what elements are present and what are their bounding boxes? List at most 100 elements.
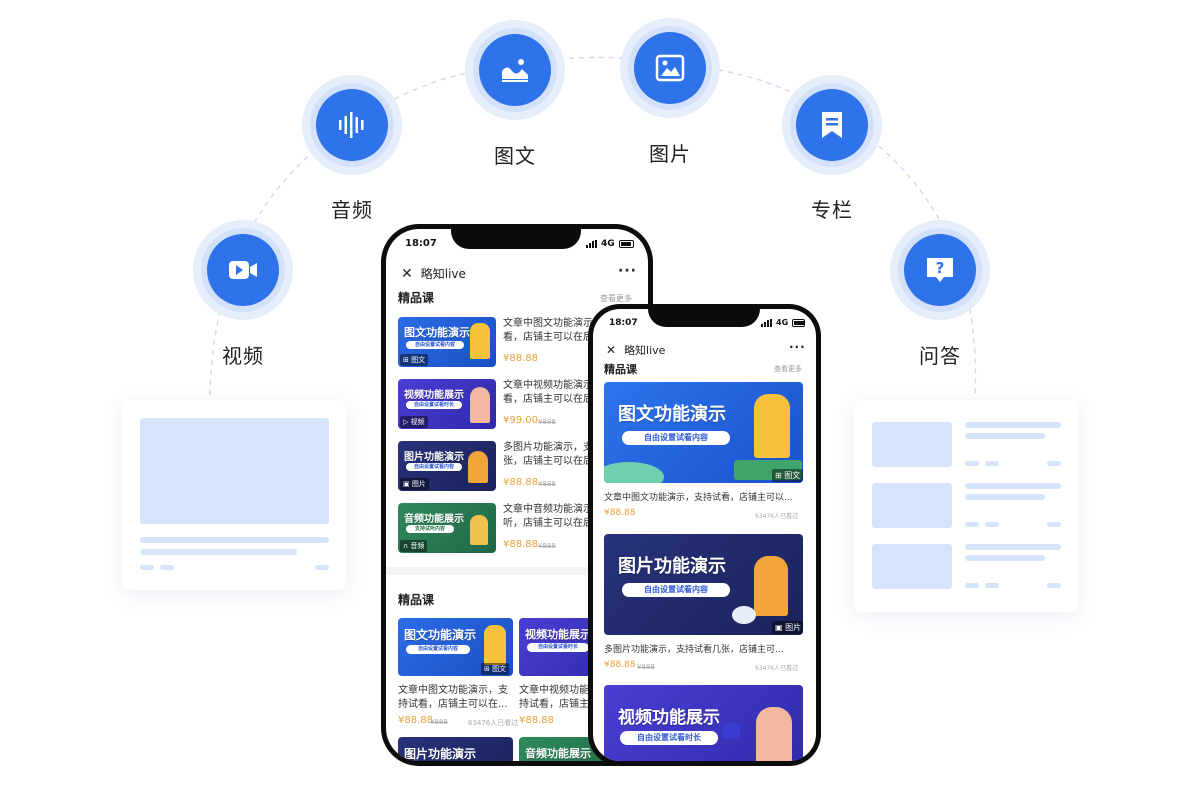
close-icon[interactable]: ✕ [401,265,413,282]
course-title[interactable]: 文章中视频功能演示，支持试看，店铺主可以在后 [503,380,633,405]
course-title[interactable]: 多图片功能演示，支持试看几张，店铺主可... [604,645,784,655]
image-text-tag-icon: ⊞ [484,665,493,673]
type-tag: ▣ 图片 [772,621,803,634]
nav-bar: ✕ 略知live [606,342,665,358]
category-picture[interactable] [620,18,720,118]
course-title[interactable]: 多图片功能演示，支持试看几张，店铺主可以在后 [503,442,633,467]
thumb-pill: 自由设置试看内容 [622,431,730,445]
category-qa[interactable]: ? [890,220,990,320]
thumb-title: 图文功能演示 [404,628,477,642]
illustration-person [470,323,490,359]
phone-notch [648,304,760,327]
category-label-picture: 图片 [649,142,691,166]
course-title[interactable]: 文章中音频功能演示，支持试听，店铺主可以在后 [503,504,633,529]
more-icon[interactable]: ··· [789,340,806,354]
thumb-pill: 自由设置试看内容 [406,341,464,349]
battery-icon [792,318,806,327]
category-label-video: 视频 [222,344,264,368]
course-price: ¥88.88 [519,715,554,726]
placeholder-thumb [872,483,952,528]
phone-back-screen: 18:07 4G ✕ 略知live ··· 精品课 查看更多 图文功能演示 自由… [386,229,648,761]
thumb-title: 图文功能演示 [618,404,726,425]
close-icon[interactable]: ✕ [606,343,617,357]
course-price: ¥88.88 [604,508,636,518]
course-thumb[interactable]: 图文功能演示 自由设置试看内容 ⊞ 图文 [398,618,513,676]
illustration-person [468,451,488,483]
course-views: 63476人已看过 [468,719,519,727]
placeholder-dot [985,461,999,466]
thumb-pill: 自由设置试看时长 [527,643,589,652]
svg-text:?: ? [936,259,945,277]
thumb-pill: 自由设置试看时长 [406,401,462,409]
battery-icon [618,240,634,248]
course-title[interactable]: 文章中图文功能演示，支持试看，店铺主可以在后 [503,318,633,343]
course-price: ¥88.88 [503,353,538,364]
illustration-person [470,515,488,545]
category-video[interactable] [193,220,293,320]
course-price: ¥99.00 [503,415,538,426]
type-tag: ⊞ 图文 [772,469,803,482]
illustration-books [734,460,802,480]
placeholder-dot [965,583,979,588]
category-label-audio: 音频 [331,198,373,222]
placeholder-line [965,494,1045,500]
placeholder-dot [160,565,174,570]
placeholder-dot [1047,461,1061,466]
picture-tag-icon: ▣ [403,480,412,488]
placeholder-dot [1047,522,1061,527]
course-old-price: ¥888 [538,542,556,550]
thumb-title: 图文功能演示 [404,326,470,339]
course-cover[interactable]: 图文功能演示 自由设置试看内容 ⊞ 图文 [604,382,803,483]
course-title[interactable]: 文章中视频功能演示，支持试看，店铺主可以在... [519,685,629,710]
placeholder-dot [985,583,999,588]
category-label-qa: 问答 [919,344,961,368]
category-column[interactable] [782,75,882,175]
course-cover[interactable]: 视频功能展示 自由设置试看时长 [604,685,803,761]
course-thumb[interactable]: 音频功能展示 支持试听内容 ∩ 音频 [398,503,496,553]
thumb-title: 视频功能展示 [618,708,720,728]
video-camera-icon [229,261,257,279]
status-time: 18:07 [405,238,437,249]
illustration-person [470,387,490,423]
placeholder-dot [965,461,979,466]
placeholder-line [965,422,1061,428]
view-more-link[interactable]: 查看更多 [600,294,632,303]
type-tag: ▣ 图片 [400,478,429,490]
view-more-link[interactable]: 查看更多 [774,365,802,373]
type-tag: ⊞ 图文 [400,354,429,366]
thumb-title: 图片功能演示 [404,747,477,761]
status-signal: 4G [586,239,634,249]
video-preview-card [122,400,346,590]
thumb-title: 视频功能展示 [525,628,591,641]
qa-preview-card [854,400,1078,612]
placeholder-line [965,555,1045,561]
phone-front: 18:07 4G ✕ 略知live ··· 精品课 查看更多 图文功能演示 自由… [588,304,821,766]
course-cover[interactable]: 图片功能演示 自由设置试看内容 ▣ 图片 [604,534,803,635]
placeholder-thumb [872,422,952,467]
headphone-tag-icon: ∩ [403,542,411,550]
more-icon[interactable]: ··· [618,263,637,279]
course-title[interactable]: 文章中图文功能演示，支持试看，店铺主可以在... [398,685,508,710]
course-old-price: ¥888 [538,418,556,426]
app-title: 略知live [420,267,466,281]
course-title[interactable]: 文章中图文功能演示，支持试看，店铺主可以... [604,493,793,503]
thumb-title: 音频功能展示 [404,514,464,525]
course-old-price: ¥888 [637,663,655,671]
course-thumb[interactable]: 图片功能演示 自由设置试看内容 ▣ 图片 [398,441,496,491]
category-image-text[interactable] [465,20,565,120]
placeholder-line [140,549,297,555]
course-thumb[interactable]: 图文功能演示 自由设置试看内容 ⊞ 图文 [398,317,496,367]
nav-bar: ✕ 略知live [401,265,466,282]
course-views: 63476人已看过 [755,665,799,672]
image-text-icon [502,59,528,82]
placeholder-dot [140,565,154,570]
app-title: 略知live [624,344,666,357]
section-divider [386,567,648,575]
placeholder-thumb [872,544,952,589]
picture-icon [655,54,685,82]
course-thumb[interactable]: 图片功能演示 [398,737,513,761]
thumb-pill: 自由设置试看内容 [406,463,462,471]
category-audio[interactable] [302,75,402,175]
section-title: 精品课 [398,593,435,607]
course-thumb[interactable]: 视频功能展示 自由设置试看时长 ▷ 视频 [398,379,496,429]
